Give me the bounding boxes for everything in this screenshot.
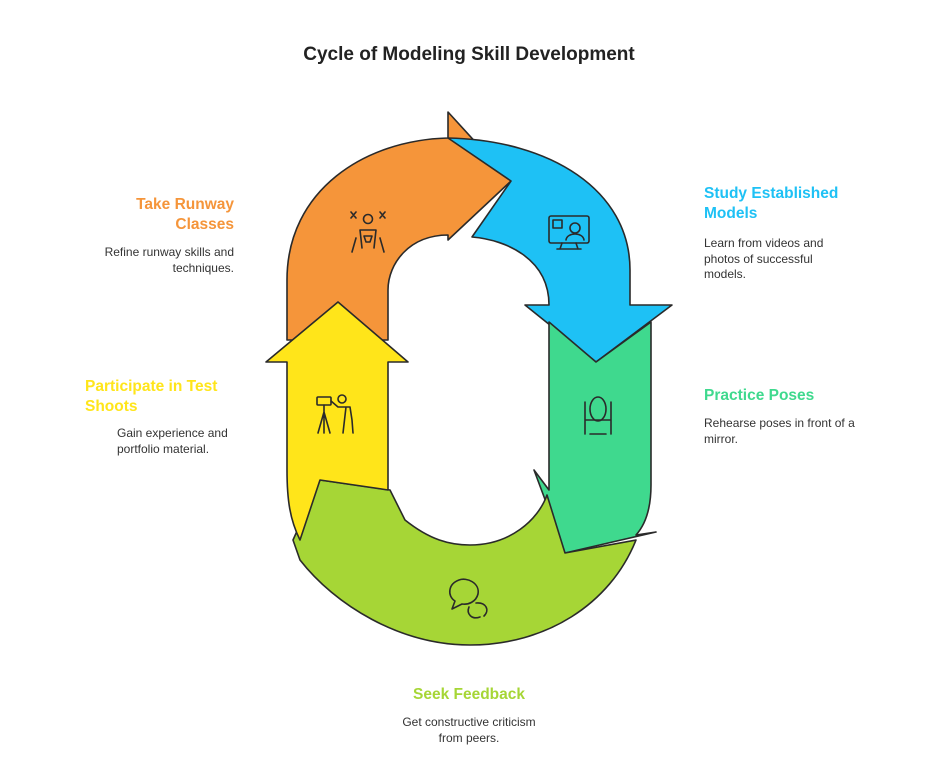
desc-line: Gain experience and xyxy=(117,426,228,440)
label-seek-feedback: Seek Feedback xyxy=(369,685,569,705)
desc-line: photos of successful xyxy=(704,251,813,266)
desc-line: Refine runway skills and xyxy=(104,245,234,259)
desc-seek-feedback: Get constructive criticism from peers. xyxy=(369,715,569,746)
mirror-icon xyxy=(584,396,612,435)
label-line: Take Runway xyxy=(136,196,234,213)
label-line: Study Established xyxy=(704,185,839,202)
label-take-runway: Take Runway Classes xyxy=(95,195,234,235)
label-study-models: Study Established Models xyxy=(704,184,904,224)
desc-line: Get constructive criticism xyxy=(402,715,536,729)
label-practice-poses: Practice Poses xyxy=(704,386,904,406)
desc-line: techniques. xyxy=(172,260,234,275)
runway-model-icon xyxy=(350,211,386,253)
video-screen-icon xyxy=(548,215,590,250)
arrow-seek-feedback xyxy=(292,479,637,646)
arrow-study-models xyxy=(447,137,673,363)
label-test-shoots: Participate in Test Shoots xyxy=(85,377,265,417)
desc-line: from peers. xyxy=(438,730,500,745)
chat-feedback-icon xyxy=(449,578,488,619)
desc-practice-poses: Rehearse poses in front of a mirror. xyxy=(704,416,914,447)
desc-line: portfolio material. xyxy=(117,441,210,456)
desc-line: mirror. xyxy=(704,431,738,446)
desc-line: Learn from videos and xyxy=(704,236,824,250)
diagram-title: Cycle of Modeling Skill Development xyxy=(303,44,635,65)
camera-tripod-icon xyxy=(316,394,354,434)
desc-test-shoots: Gain experience and portfolio material. xyxy=(117,426,277,457)
label-line: Classes xyxy=(175,216,234,233)
label-line: Participate in Test xyxy=(85,378,218,395)
desc-line: models. xyxy=(704,267,747,281)
label-line: Shoots xyxy=(85,398,138,415)
label-line: Models xyxy=(704,205,758,222)
label-line: Practice Poses xyxy=(704,387,815,404)
desc-line: Rehearse poses in front of a xyxy=(704,416,855,430)
desc-study-models: Learn from videos and photos of successf… xyxy=(704,236,904,283)
arrow-test-shoots xyxy=(265,301,409,541)
desc-take-runway: Refine runway skills and techniques. xyxy=(60,245,234,276)
label-line: Seek Feedback xyxy=(412,686,525,703)
